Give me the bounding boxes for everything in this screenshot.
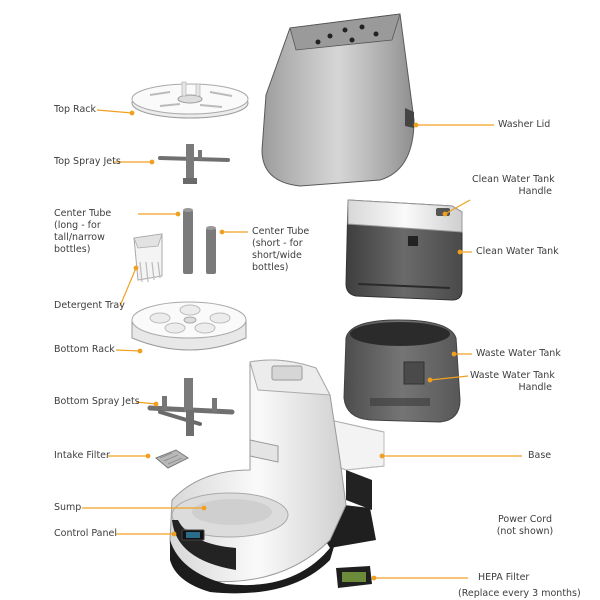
leader-lines — [82, 109, 522, 581]
top-spray-jets-part — [158, 144, 230, 184]
washer-lid-part — [261, 13, 415, 187]
label-bottom-rack: Bottom Rack — [54, 344, 115, 355]
label-washer-lid: Washer Lid — [498, 119, 551, 130]
clean-water-tank-part — [345, 199, 463, 301]
label-waste-water-tank-handle: Waste Water Tank Handle — [470, 370, 555, 393]
label-top-rack: Top Rack — [54, 104, 96, 115]
label-clean-water-tank: Clean Water Tank — [476, 246, 559, 257]
label-detergent-tray: Detergent Tray — [54, 300, 125, 311]
label-hepa-filter: HEPA Filter — [478, 572, 530, 583]
label-center-tube-long: Center Tube (long - for tall/narrow bott… — [54, 208, 112, 255]
label-sump: Sump — [54, 502, 82, 513]
bottom-rack-part — [131, 301, 247, 351]
label-control-panel: Control Panel — [54, 528, 117, 539]
label-bottom-spray-jets: Bottom Spray Jets — [54, 396, 140, 407]
label-top-spray-jets: Top Spray Jets — [54, 156, 121, 167]
waste-water-tank-part — [343, 319, 461, 423]
detergent-tray-part — [133, 233, 163, 283]
sump-body-part — [169, 359, 347, 594]
label-intake-filter: Intake Filter — [54, 450, 110, 461]
bottom-spray-jets-part — [147, 378, 235, 436]
label-clean-water-tank-handle: Clean Water Tank Handle — [472, 174, 555, 197]
top-rack-part — [131, 81, 249, 119]
label-hepa-note: (Replace every 3 months) — [458, 588, 581, 599]
label-base: Base — [528, 450, 552, 461]
center-tubes-part — [183, 208, 216, 274]
intake-filter-part — [155, 449, 189, 469]
label-waste-water-tank: Waste Water Tank — [476, 348, 561, 359]
label-power-cord: Power Cord (not shown) — [496, 514, 554, 537]
hepa-filter-part — [336, 566, 372, 588]
label-center-tube-short: Center Tube (short - for short/wide bott… — [252, 226, 310, 273]
